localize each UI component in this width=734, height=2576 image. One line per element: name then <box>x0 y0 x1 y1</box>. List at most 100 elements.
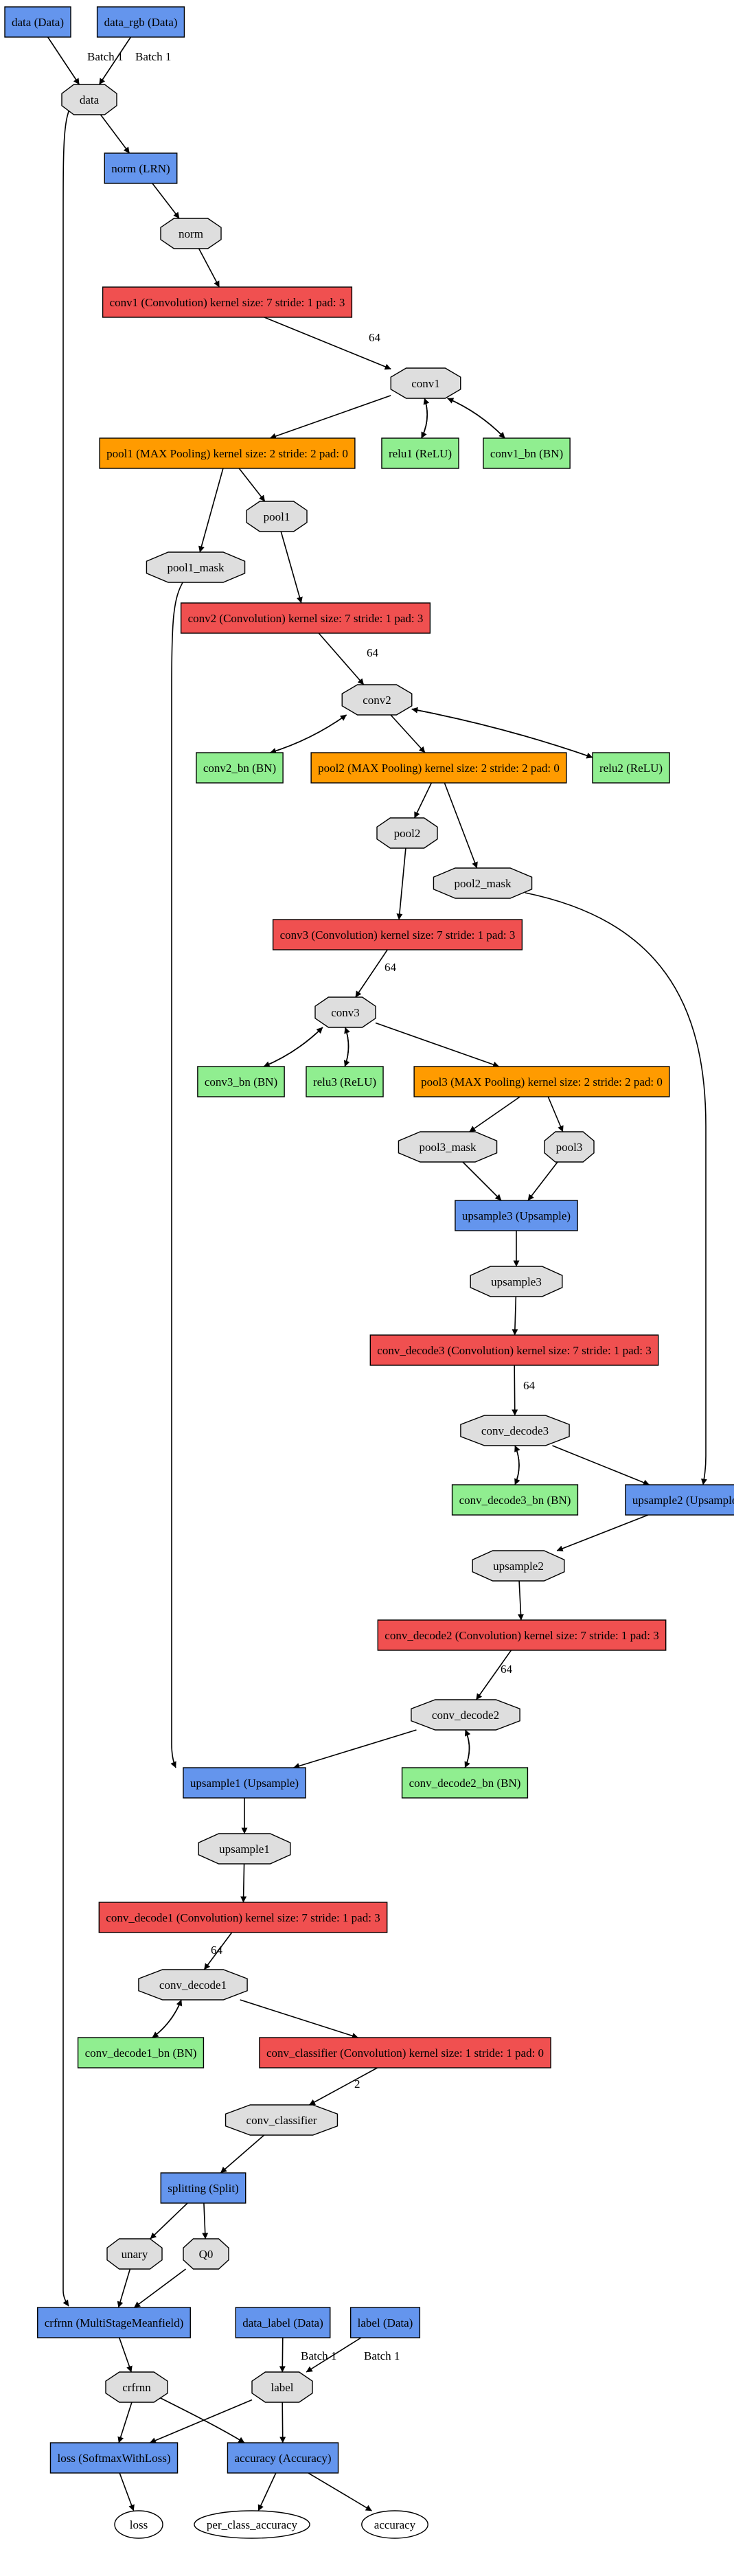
conv1-bn-layer-label: conv1_bn (BN) <box>490 447 563 460</box>
unary-label: unary <box>122 2248 148 2261</box>
edge-crfrnn-layer-to-crfrnn <box>118 2337 133 2373</box>
crfrnn-layer-box <box>37 2307 191 2338</box>
conv-decode2-bn-layer-label: conv_decode2_bn (BN) <box>409 1777 521 1790</box>
conv-decode2-octagon <box>411 1699 520 1731</box>
edge-conv-decode3-bn-layer-to-conv-decode3 <box>514 1445 520 1485</box>
pool1-blob-node: pool1 <box>246 501 308 532</box>
conv-decode3-layer-box <box>369 1334 659 1366</box>
edge-conv2-layer-to-conv2 <box>318 632 365 685</box>
data-label-layer-box <box>235 2307 331 2338</box>
conv3-label: conv3 <box>331 1006 360 1019</box>
edge-pool2-layer-to-pool2 <box>413 782 433 819</box>
q0-octagon <box>183 2238 229 2270</box>
edge-conv-decode2-to-upsample1-layer <box>293 1729 417 1769</box>
edge-conv-decode1-layer-to-conv-decode1 <box>203 1932 233 1970</box>
loss-output-node: loss <box>114 2510 163 2539</box>
edge-conv-classifier-to-splitting-layer <box>220 2134 265 2174</box>
edge-upsample3-to-conv-decode3-layer <box>512 1296 518 1336</box>
conv-decode1-bn-layer-label: conv_decode1_bn (BN) <box>85 2047 197 2060</box>
upsample1-blob-node: upsample1 <box>198 1833 291 1865</box>
unary-octagon <box>106 2238 163 2270</box>
edge-data-layer-to-data <box>47 36 80 85</box>
per-class-accuracy-output-node: per_class_accuracy <box>194 2510 310 2539</box>
edge-label-conv-classifier-layer-to-conv-classifier: 2 <box>354 2077 360 2090</box>
pool3-mask-blob-node: pool3_mask <box>398 1131 498 1163</box>
crfrnn-blob-node: crfrnn <box>105 2371 168 2403</box>
pool1-mask-octagon <box>146 551 246 583</box>
data-label-layer-layer-node: data_label (Data) <box>235 2307 331 2338</box>
pool1-label: pool1 <box>264 510 290 523</box>
edge-conv2-to-relu2-layer <box>411 708 593 759</box>
conv-decode1-layer-label: conv_decode1 (Convolution) kernel size: … <box>106 1911 380 1924</box>
upsample1-octagon <box>198 1833 291 1865</box>
data-label-layer-label: data_label (Data) <box>242 2316 323 2329</box>
conv2-layer-layer-node: conv2 (Convolution) kernel size: 7 strid… <box>180 602 431 634</box>
conv-classifier-blob-node: conv_classifier <box>225 2104 339 2136</box>
edge-pool1-mask-to-upsample1-layer <box>170 580 185 1768</box>
pool3-layer-label: pool3 (MAX Pooling) kernel size: 2 strid… <box>421 1075 663 1088</box>
edge-conv-classifier-layer-to-conv-classifier <box>309 2067 378 2106</box>
edge-label-label-layer-to-label: Batch 1 <box>364 2349 400 2362</box>
edge-conv2-to-conv2-bn-layer <box>270 714 347 754</box>
upsample2-layer-label: upsample2 (Upsample) <box>632 1494 734 1507</box>
edge-norm-to-conv1-layer <box>198 248 220 288</box>
edge-pool1-layer-to-pool1-mask <box>198 468 224 553</box>
unary-blob-node: unary <box>106 2238 163 2270</box>
edge-accuracy-layer-to-accuracy <box>308 2472 372 2511</box>
relu1-layer-label: relu1 (ReLU) <box>389 447 452 460</box>
conv3-layer-label: conv3 (Convolution) kernel size: 7 strid… <box>280 928 516 942</box>
label-layer-label: label (Data) <box>358 2316 413 2329</box>
relu3-layer-label: relu3 (ReLU) <box>313 1075 376 1088</box>
data-rgb-layer-layer-node: data_rgb (Data) <box>96 6 185 38</box>
edge-crfrnn-to-accuracy-layer <box>152 2393 245 2443</box>
pool2-blob-node: pool2 <box>376 817 438 849</box>
edge-conv1-bn-layer-to-conv1 <box>447 398 505 439</box>
data-rgb-layer-box <box>96 6 185 38</box>
pool1-layer-label: pool1 (MAX Pooling) kernel size: 2 strid… <box>106 447 348 460</box>
upsample3-layer-box <box>455 1200 578 1231</box>
pool1-mask-label: pool1_mask <box>167 561 225 574</box>
pool1-layer-box <box>99 437 356 469</box>
edge-unary-to-crfrnn-layer <box>117 2268 131 2308</box>
edge-conv-decode2-bn-layer-to-conv-decode2 <box>464 1729 471 1768</box>
upsample2-label: upsample2 <box>493 1560 544 1573</box>
relu1-layer-box <box>381 437 459 469</box>
accuracy-output-node: accuracy <box>361 2510 428 2539</box>
pool2-layer-layer-node: pool2 (MAX Pooling) kernel size: 2 strid… <box>310 752 567 784</box>
upsample2-layer-box <box>625 1484 734 1516</box>
conv-decode1-label: conv_decode1 <box>159 1979 227 1992</box>
conv1-layer-label: conv1 (Convolution) kernel size: 7 strid… <box>110 296 345 309</box>
edge-relu3-layer-to-conv3 <box>344 1027 350 1067</box>
splitting-layer-box <box>160 2172 246 2204</box>
edge-pool2-to-conv3-layer <box>396 847 406 920</box>
relu3-layer-box <box>306 1066 384 1097</box>
conv3-bn-layer-layer-node: conv3_bn (BN) <box>197 1066 285 1097</box>
edge-upsample2-to-conv-decode2-layer <box>517 1580 524 1621</box>
norm-blob-node: norm <box>160 218 222 249</box>
conv-decode3-layer-label: conv_decode3 (Convolution) kernel size: … <box>377 1344 651 1357</box>
edge-conv3-bn-layer-to-conv3 <box>263 1027 323 1067</box>
label-blob-node: label <box>251 2371 313 2403</box>
upsample3-layer-label: upsample3 (Upsample) <box>462 1209 571 1222</box>
crfrnn-layer-layer-node: crfrnn (MultiStageMeanfield) <box>37 2307 191 2338</box>
data-layer-label: data (Data) <box>12 16 64 29</box>
upsample1-layer-box <box>183 1767 306 1799</box>
edge-splitting-layer-to-unary <box>150 2202 188 2239</box>
conv-decode2-layer-box <box>377 1619 667 1651</box>
loss-layer-label: loss (SoftmaxWithLoss) <box>57 2452 170 2465</box>
edge-conv1-to-pool1-layer <box>269 395 391 440</box>
edge-conv-decode2-layer-to-conv-decode2 <box>475 1650 512 1700</box>
edge-conv-decode1-bn-layer-to-conv-decode1 <box>152 1999 183 2038</box>
relu2-layer-layer-node: relu2 (ReLU) <box>592 752 670 784</box>
pool1-layer-layer-node: pool1 (MAX Pooling) kernel size: 2 strid… <box>99 437 356 469</box>
edge-label-conv-decode3-layer-to-conv-decode3: 64 <box>523 1379 536 1392</box>
conv1-bn-layer-box <box>483 437 571 469</box>
data-blob-node: data <box>61 84 117 115</box>
edge-q0-to-crfrnn-layer <box>134 2268 186 2308</box>
pool2-layer-label: pool2 (MAX Pooling) kernel size: 2 strid… <box>318 762 560 775</box>
relu3-layer-layer-node: relu3 (ReLU) <box>306 1066 384 1097</box>
accuracy-layer-label: accuracy (Accuracy) <box>234 2452 331 2465</box>
data-layer-layer-node: data (Data) <box>4 6 71 38</box>
edge-pool1-to-conv2-layer <box>280 531 303 604</box>
